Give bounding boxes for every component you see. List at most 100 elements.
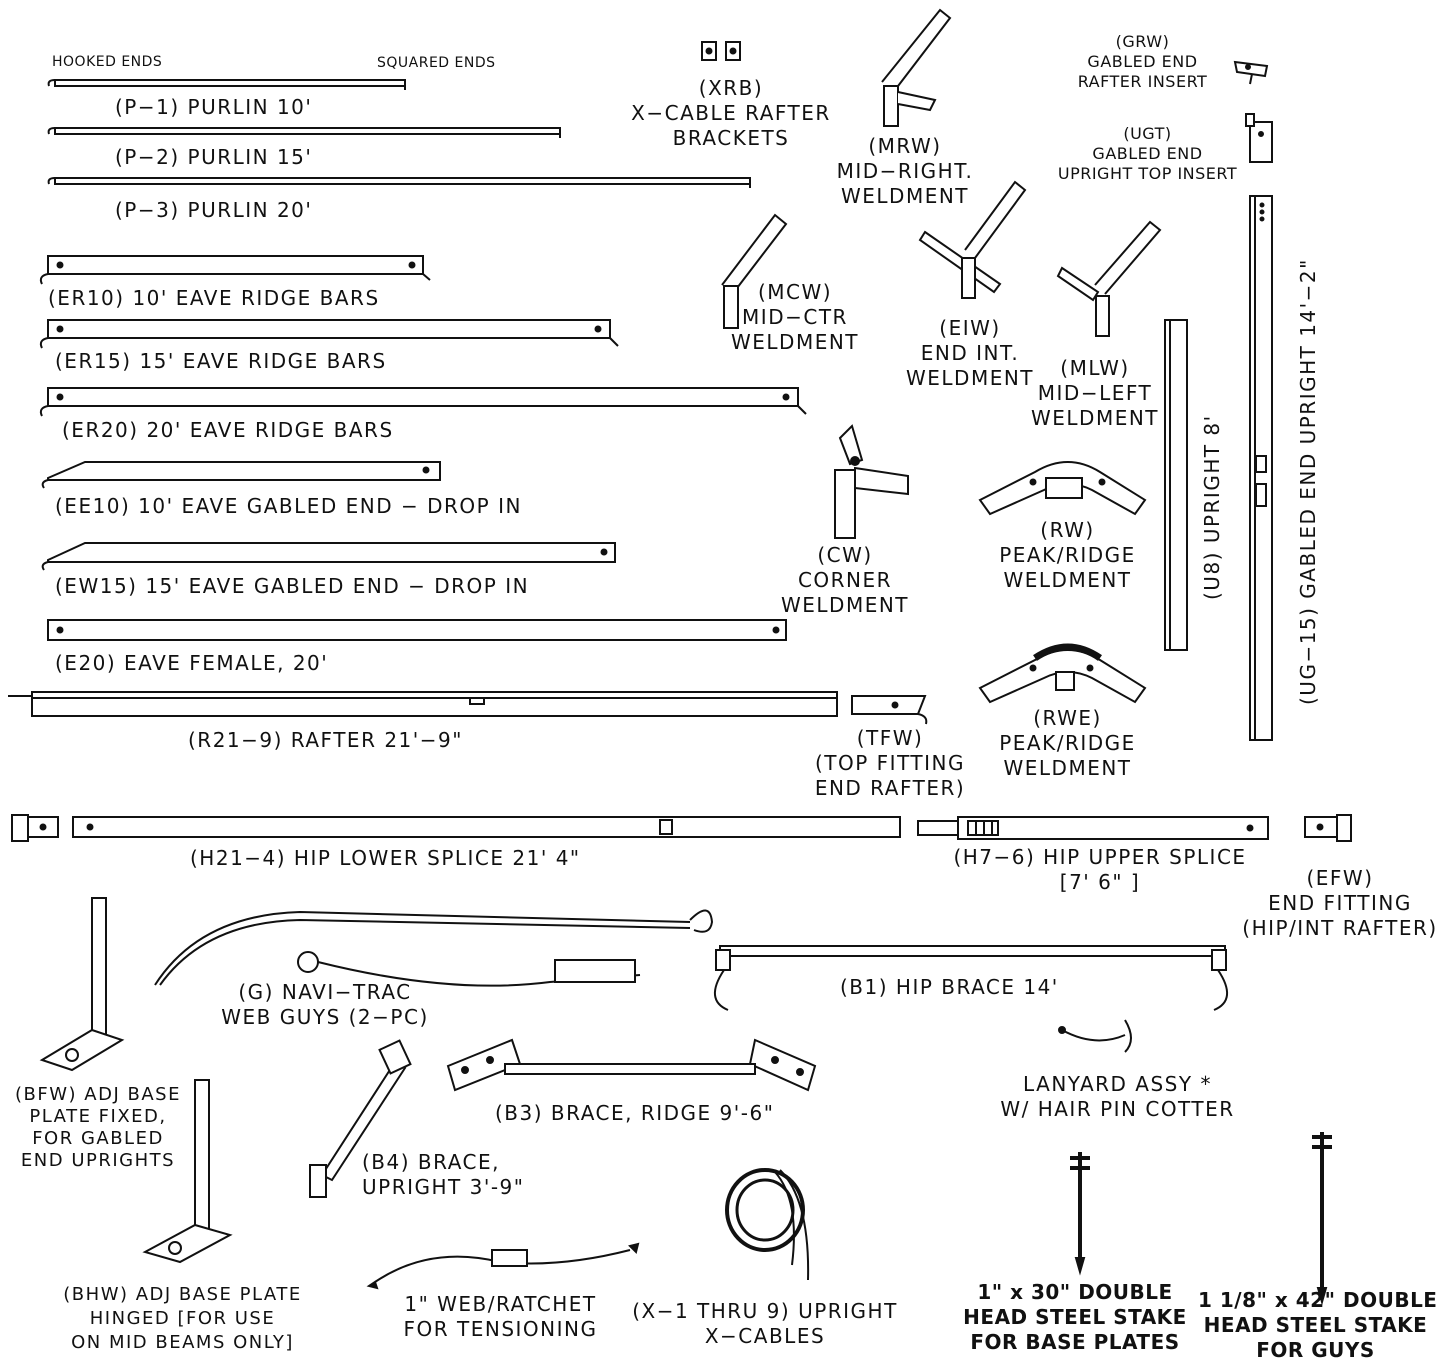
mcw-line-1: (MCW) xyxy=(757,280,833,304)
mcw-label: (MCW) MID−CTR WELDMENT xyxy=(730,280,860,355)
cw-label: (CW) CORNER WELDMENT xyxy=(780,543,910,618)
stake30-label: 1" x 30" DOUBLE HEAD STEEL STAKE FOR BAS… xyxy=(960,1280,1190,1355)
mrw-label: (MRW) MID−RIGHT. WELDMENT xyxy=(830,134,980,209)
eave-ridge-bar-er10 xyxy=(39,255,431,285)
ug15-label: (UG−15) GABLED END UPRIGHT 14'−2" xyxy=(1296,258,1320,705)
rwe-line-3: WELDMENT xyxy=(1003,756,1132,780)
bfw-line-1: (BFW) ADJ BASE xyxy=(15,1084,181,1105)
base-plate-bhw xyxy=(142,1079,233,1264)
mrw-line-2: MID−RIGHT. xyxy=(836,159,974,183)
tfw-label: (TFW) (TOP FITTING END RAFTER) xyxy=(800,726,980,801)
xcables-line-1: (X−1 THRU 9) UPRIGHT xyxy=(632,1299,898,1323)
web-ratchet xyxy=(366,1242,640,1290)
eave-gabled-end-ee10 xyxy=(41,461,441,489)
tfw-line-1: (TFW) xyxy=(856,726,924,750)
er10-label: (ER10) 10' EAVE RIDGE BARS xyxy=(48,286,380,310)
tfw-line-3: END RAFTER) xyxy=(814,776,966,800)
cw-line-2: CORNER xyxy=(797,568,893,592)
squared-ends-label: SQUARED ENDS xyxy=(377,55,496,71)
tfw-line-2: (TOP FITTING xyxy=(814,751,966,775)
eiw-line-1: (EIW) xyxy=(939,316,1001,340)
mlw-line-1: (MLW) xyxy=(1060,356,1130,380)
p2-label: (P−2) PURLIN 15' xyxy=(115,145,313,169)
x-cables-coil xyxy=(725,1168,810,1281)
rw-label: (RW) PEAK/RIDGE WELDMENT xyxy=(990,518,1145,593)
h7-line-1: (H7−6) HIP UPPER SPLICE xyxy=(953,845,1247,869)
p3-label: (P−3) PURLIN 20' xyxy=(115,198,313,222)
rw-line-3: WELDMENT xyxy=(1003,568,1132,592)
b4-line-2: UPRIGHT 3'-9" xyxy=(362,1175,525,1199)
efw-label: (EFW) END FITTING (HIP/INT RAFTER) xyxy=(1230,866,1450,941)
mrw-line-3: WELDMENT xyxy=(840,184,970,208)
b3-label: (B3) BRACE, RIDGE 9'-6" xyxy=(495,1101,775,1125)
xcables-label: (X−1 THRU 9) UPRIGHT X−CABLES xyxy=(625,1299,905,1349)
upright-brace-b4 xyxy=(309,1039,412,1198)
mrw-weldment xyxy=(881,8,952,127)
stake-30 xyxy=(1070,1152,1090,1276)
hip-brace-b1 xyxy=(714,945,1228,1011)
top-fitting-tfw xyxy=(851,695,928,725)
bhw-line-2: HINGED [FOR USE xyxy=(89,1308,276,1329)
ugt-line-3: UPRIGHT TOP INSERT xyxy=(1057,164,1238,183)
eave-ridge-bar-er20 xyxy=(39,387,807,417)
mcw-line-2: MID−CTR xyxy=(742,305,848,329)
xrb-label: (XRB) X−CABLE RAFTER BRACKETS xyxy=(626,76,836,151)
eave-gabled-end-ew15 xyxy=(41,542,616,571)
rw-line-2: PEAK/RIDGE xyxy=(999,543,1136,567)
bfw-line-3: FOR GABLED xyxy=(32,1128,164,1149)
efw-line-1: (EFW) xyxy=(1306,866,1374,890)
efw-line-3: (HIP/INT RAFTER) xyxy=(1242,916,1438,940)
stake30-line-2: HEAD STEEL STAKE xyxy=(963,1305,1187,1329)
ugt-insert xyxy=(1245,113,1273,163)
rwe-line-2: PEAK/RIDGE xyxy=(999,731,1136,755)
grw-line-2: GABLED END xyxy=(1087,52,1198,71)
hooked-ends-label: HOOKED ENDS xyxy=(52,54,163,70)
mlw-line-2: MID−LEFT xyxy=(1037,381,1153,405)
xrb-line-3: BRACKETS xyxy=(672,126,790,150)
rwe-line-1: (RWE) xyxy=(1033,706,1102,730)
stake42-line-2: HEAD STEEL STAKE xyxy=(1203,1313,1428,1337)
u8-label: (U8) UPRIGHT 8' xyxy=(1200,414,1224,600)
lanyard-line-1: LANYARD ASSY * xyxy=(1023,1072,1212,1096)
bhw-line-1: (BHW) ADJ BASE PLATE xyxy=(63,1284,302,1305)
hip-lower-splice-h21 xyxy=(11,814,901,842)
mlw-line-3: WELDMENT xyxy=(1030,406,1160,430)
rwe-weldment xyxy=(978,643,1147,704)
bhw-line-3: ON MID BEAMS ONLY] xyxy=(71,1332,294,1353)
ugt-line-2: GABLED END xyxy=(1092,144,1203,163)
ugt-line-1: (UGT) xyxy=(1123,124,1172,143)
stake30-line-1: 1" x 30" DOUBLE xyxy=(977,1280,1173,1304)
lanyard-line-2: W/ HAIR PIN COTTER xyxy=(1000,1097,1235,1121)
eiw-line-3: WELDMENT xyxy=(905,366,1035,390)
stake30-line-3: FOR BASE PLATES xyxy=(970,1330,1180,1354)
stake42-line-3: FOR GUYS xyxy=(1256,1338,1375,1362)
r21-label: (R21−9) RAFTER 21'−9" xyxy=(188,728,463,752)
web-ratchet-line-2: FOR TENSIONING xyxy=(403,1317,598,1341)
end-fitting-efw xyxy=(1304,814,1352,842)
mlw-label: (MLW) MID−LEFT WELDMENT xyxy=(1030,356,1160,431)
eiw-weldment xyxy=(918,180,1027,299)
grw-line-3: RAFTER INSERT xyxy=(1077,72,1208,91)
grw-line-1: (GRW) xyxy=(1115,32,1170,51)
eiw-line-2: END INT. xyxy=(920,341,1020,365)
stake-42 xyxy=(1312,1132,1332,1306)
h7-label: (H7−6) HIP UPPER SPLICE [7' 6" ] xyxy=(930,845,1270,895)
rwe-label: (RWE) PEAK/RIDGE WELDMENT xyxy=(990,706,1145,781)
purlin-p1 xyxy=(47,79,406,90)
web-ratchet-line-1: 1" WEB/RATCHET xyxy=(404,1292,597,1316)
eave-ridge-bar-er15 xyxy=(39,319,619,349)
base-plate-bfw xyxy=(39,897,125,1072)
xrb-line-1: (XRB) xyxy=(698,76,764,100)
g-label: (G) NAVI−TRAC WEB GUYS (2−PC) xyxy=(215,980,435,1030)
h7-line-2: [7' 6" ] xyxy=(1059,870,1141,894)
web-guys-g xyxy=(154,909,714,987)
cw-line-3: WELDMENT xyxy=(780,593,910,617)
ew15-label: (EW15) 15' EAVE GABLED END − DROP IN xyxy=(55,574,530,598)
rafter-r21 xyxy=(8,691,838,717)
mrw-line-1: (MRW) xyxy=(868,134,942,158)
stake42-label: 1 1/8" x 42" DOUBLE HEAD STEEL STAKE FOR… xyxy=(1198,1288,1437,1363)
ee10-label: (EE10) 10' EAVE GABLED END − DROP IN xyxy=(55,494,522,518)
er15-label: (ER15) 15' EAVE RIDGE BARS xyxy=(55,349,387,373)
bfw-label: (BFW) ADJ BASE PLATE FIXED, FOR GABLED E… xyxy=(8,1084,188,1172)
